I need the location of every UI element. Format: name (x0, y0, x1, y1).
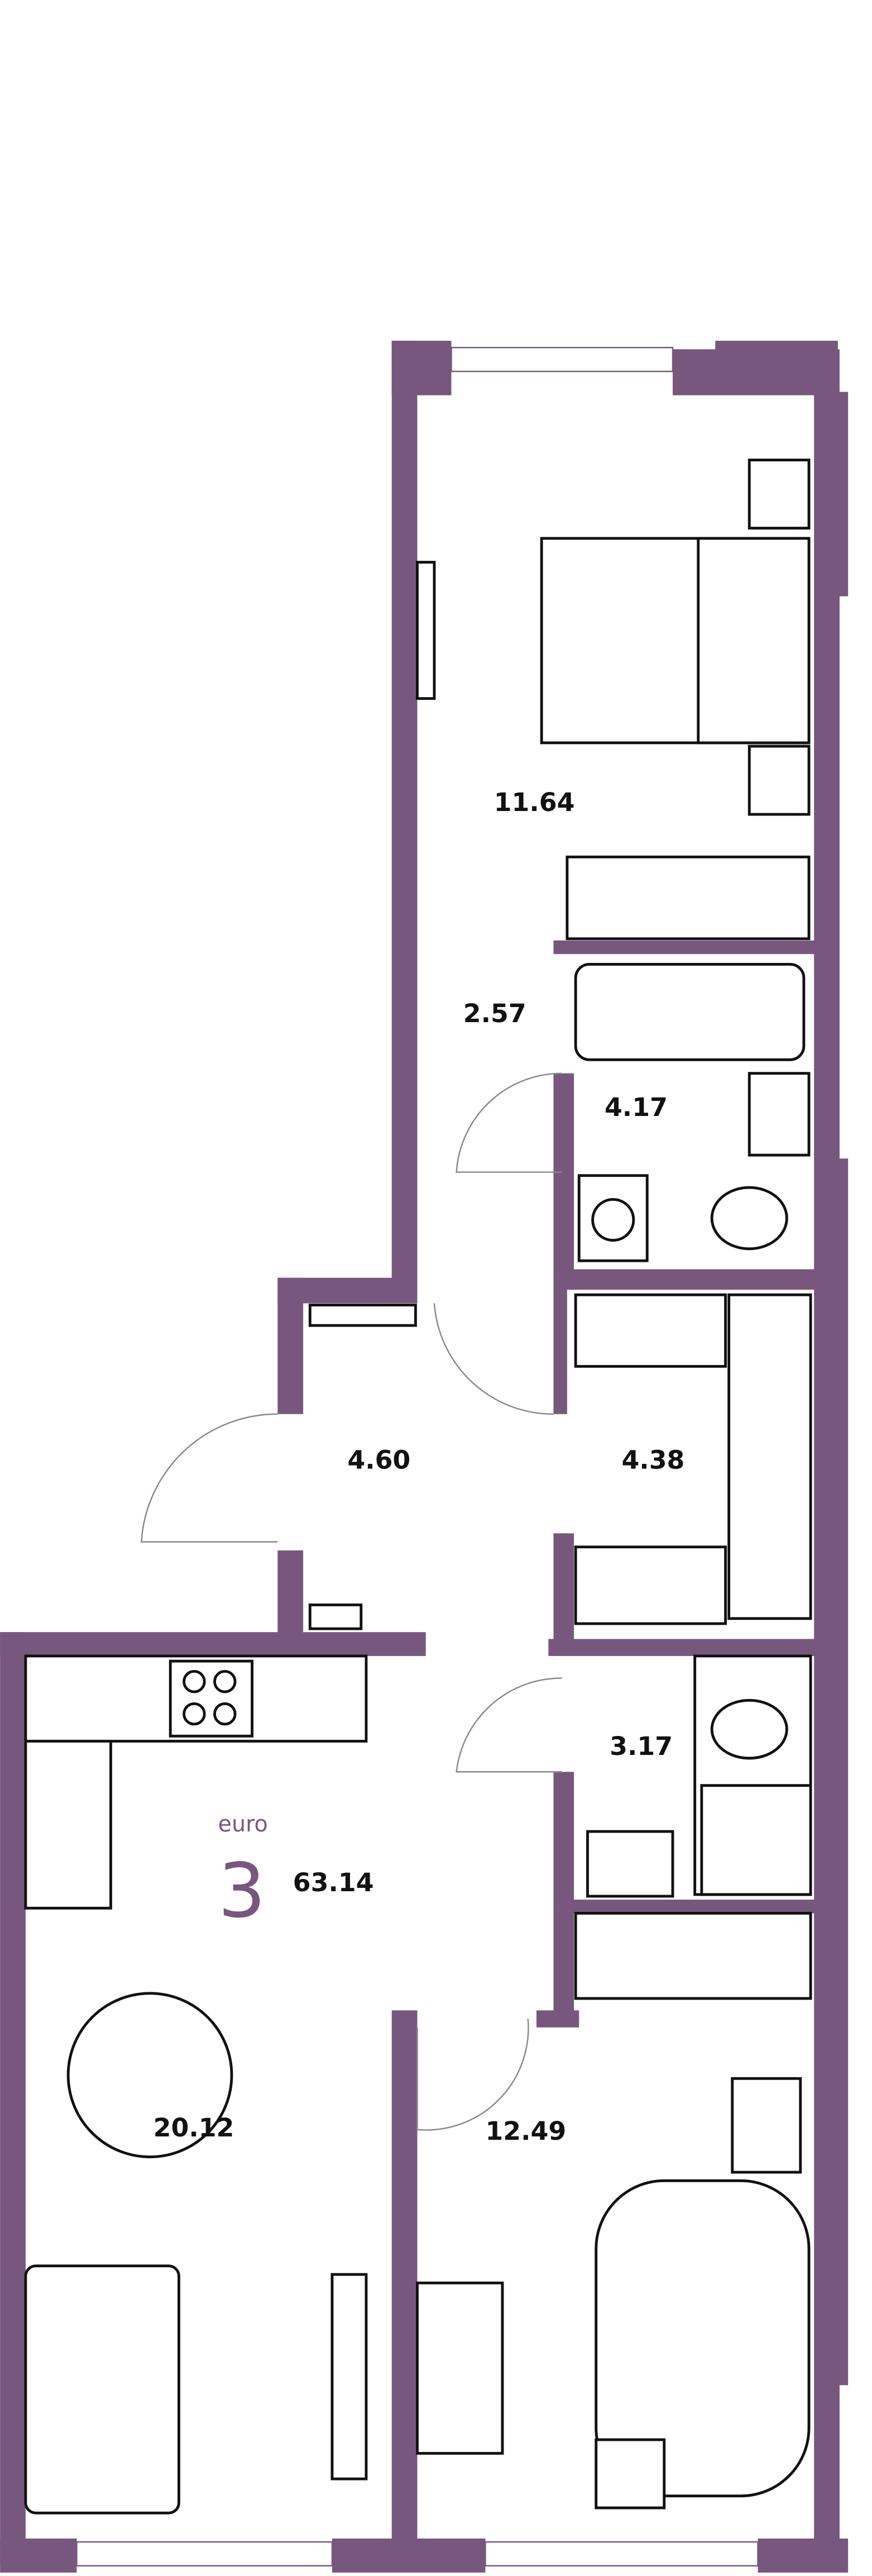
nightstand (748, 459, 811, 530)
total-area: 63.14 (293, 1868, 374, 1897)
washing-machine (577, 1174, 649, 1262)
walls (0, 341, 849, 2573)
doors (141, 1072, 562, 2131)
room-area-kitchen-living: 20.12 (154, 2113, 234, 2143)
windows (76, 347, 759, 2567)
room-area-bathroom: 4.17 (605, 1093, 668, 1122)
shower (700, 1784, 812, 1896)
sink (748, 1072, 811, 1157)
radiator (308, 1304, 417, 1327)
rooms-count: 3 (218, 1847, 266, 1935)
euro-label: euro (218, 1811, 268, 1837)
toilet (710, 1186, 788, 1251)
tv-stand (330, 2273, 368, 2480)
sink (586, 1830, 674, 1898)
tv (416, 561, 436, 700)
armchair-bed (595, 2179, 811, 2498)
room-area-corridor: 2.57 (463, 999, 526, 1028)
furniture (24, 459, 812, 2515)
kitchen-counter-side (24, 1739, 112, 1910)
closet-rail (574, 1293, 727, 1368)
wardrobe (566, 855, 811, 941)
room-area-shower-room: 3.17 (610, 1731, 673, 1761)
room-area-bedroom: 11.64 (494, 788, 575, 817)
room-area-hall: 4.60 (347, 1445, 410, 1475)
wardrobe (574, 1912, 812, 2000)
sofa (24, 2264, 180, 2515)
room-labels: 11.64 2.57 4.17 4.60 4.38 3.17 20.12 12.… (154, 788, 685, 2146)
chair (595, 2438, 666, 2510)
stove (169, 1659, 254, 1738)
radiator (308, 1603, 363, 1630)
toilet (710, 1699, 788, 1760)
desk (416, 2281, 504, 2455)
dining-table (66, 1992, 233, 2159)
room-area-wardrobe: 4.38 (621, 1445, 684, 1475)
closet (727, 1293, 812, 1620)
dresser (731, 2077, 802, 2174)
bathtub (574, 963, 806, 1061)
nightstand (748, 745, 811, 816)
summary: euro 3 63.14 (218, 1811, 374, 1935)
room-area-bedroom-2: 12.49 (485, 2116, 566, 2146)
